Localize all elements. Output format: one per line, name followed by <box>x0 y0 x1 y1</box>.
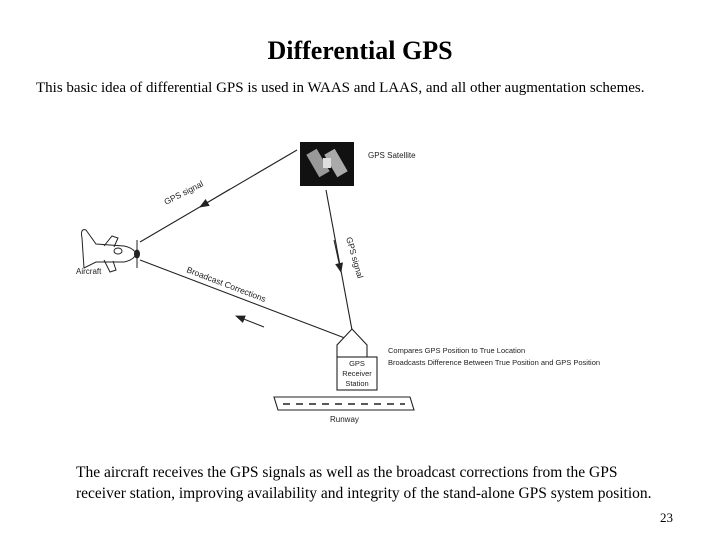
receiver-station-icon <box>336 328 378 391</box>
signal-line-to-station <box>325 189 353 331</box>
station-label-line1: GPS <box>349 359 365 368</box>
caption-line-2: receiver station, improving availability… <box>76 485 652 502</box>
signal-left-label: GPS signal <box>162 179 205 207</box>
slide-caption: The aircraft receives the GPS signals as… <box>76 462 696 504</box>
signal-right-label: GPS signal <box>344 236 365 280</box>
station-label-line3: Station <box>345 379 368 388</box>
satellite-icon <box>300 142 354 186</box>
caption-line-1: The aircraft receives the GPS signals as… <box>76 464 618 481</box>
broadcast-label: Broadcast Corrections <box>185 265 267 304</box>
runway-label: Runway <box>330 415 359 424</box>
aircraft-icon <box>81 229 140 273</box>
station-note-line1: Compares GPS Position to True Location <box>388 346 525 355</box>
satellite-label: GPS Satellite <box>368 151 416 160</box>
aircraft-label: Aircraft <box>76 267 102 276</box>
runway-icon <box>273 396 415 411</box>
page-number: 23 <box>660 510 673 525</box>
signal-arrow-to-aircraft <box>199 188 231 208</box>
broadcast-line <box>139 259 351 341</box>
signal-arrow-to-station <box>333 239 343 273</box>
slide-title: Differential GPS <box>267 36 453 65</box>
slide-subtitle: This basic idea of differential GPS is u… <box>36 80 645 96</box>
station-note-line2: Broadcasts Difference Between True Posit… <box>388 358 600 367</box>
station-label-line2: Receiver <box>342 369 372 378</box>
broadcast-arrow <box>235 315 265 328</box>
